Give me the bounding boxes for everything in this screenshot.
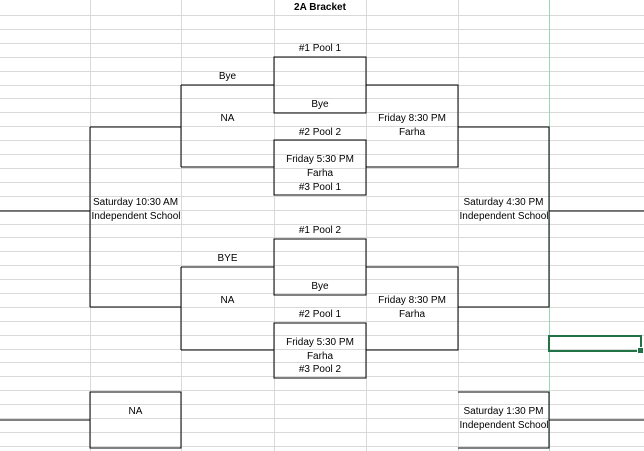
final-time-left: Saturday 10:30 AM — [92, 197, 179, 208]
bye-slot: Bye — [311, 99, 329, 110]
bye-label: Bye — [218, 71, 237, 82]
game-site: Farha — [306, 168, 334, 179]
consolation-site: Independent School — [459, 420, 549, 431]
final-site-right: Independent School — [459, 211, 549, 222]
bracket-line — [273, 56, 367, 114]
bracket-line — [458, 126, 550, 308]
bracket-line — [180, 84, 274, 168]
sheet-title: 2A Bracket — [294, 2, 346, 13]
bracket-line — [273, 139, 367, 196]
seed-label: #3 Pool 2 — [298, 364, 342, 375]
seed-label: #3 Pool 1 — [298, 182, 342, 193]
bracket-line — [273, 238, 367, 296]
bye-label: BYE — [217, 253, 238, 264]
bracket-line — [366, 266, 459, 351]
bracket-line — [89, 126, 181, 308]
game-time: Friday 5:30 PM — [286, 154, 354, 165]
game-site: Farha — [306, 351, 334, 362]
fill-handle[interactable] — [637, 347, 644, 354]
semi-time: Friday 8:30 PM — [378, 113, 446, 124]
bye-slot: Bye — [311, 281, 329, 292]
bracket-line — [273, 322, 367, 379]
bracket-line — [180, 266, 274, 351]
semi-time: Friday 8:30 PM — [378, 295, 446, 306]
na-label: NA — [220, 295, 235, 306]
na-label: NA — [220, 113, 235, 124]
semi-site: Farha — [398, 309, 426, 320]
final-time-right: Saturday 4:30 PM — [463, 197, 544, 208]
game-time: Friday 5:30 PM — [286, 337, 354, 348]
semi-site: Farha — [398, 127, 426, 138]
final-site-left: Independent School — [91, 211, 181, 222]
bracket-line — [89, 391, 182, 449]
seed-label: #1 Pool 2 — [298, 225, 342, 236]
bracket-line — [366, 84, 459, 168]
consolation-time: Saturday 1:30 PM — [463, 406, 544, 417]
seed-label: #2 Pool 1 — [298, 309, 342, 320]
consolation-na: NA — [128, 406, 143, 417]
seed-label: #1 Pool 1 — [298, 43, 342, 54]
selected-cell[interactable] — [548, 335, 644, 354]
seed-label: #2 Pool 2 — [298, 127, 342, 138]
